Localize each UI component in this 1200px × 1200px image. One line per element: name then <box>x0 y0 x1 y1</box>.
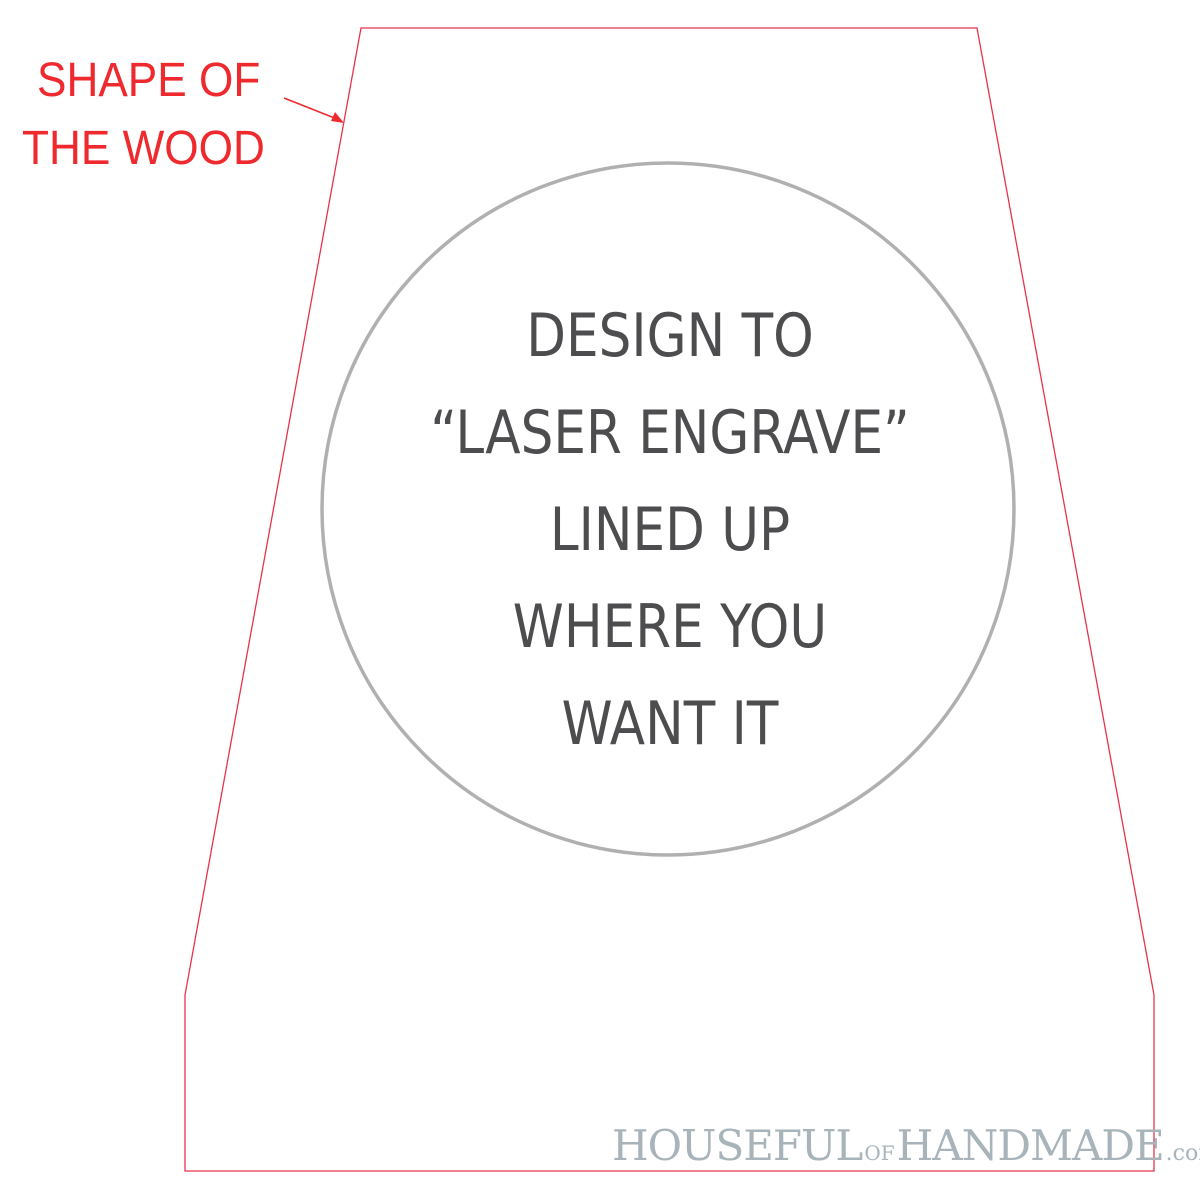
watermark-part-com: .com <box>1165 1141 1200 1166</box>
design-text-line-2: “LASER ENGRAVE” <box>430 398 910 468</box>
callout-arrow-icon <box>283 97 344 123</box>
wood-shape-outline <box>184 27 1155 1172</box>
design-text-line-3: LINED UP <box>549 495 791 565</box>
design-instruction-text: DESIGN TO “LASER ENGRAVE” LINED UP WHERE… <box>320 288 1020 773</box>
callout-label-line-2: THE WOOD <box>22 122 265 175</box>
design-text-line-5: WANT IT <box>561 689 779 759</box>
callout-label-line-1: SHAPE OF <box>37 54 261 107</box>
design-text-line-1: DESIGN TO <box>526 301 814 371</box>
watermark-part-of: OF <box>864 1141 895 1165</box>
watermark-part-handmade: HANDMADE <box>896 1121 1165 1170</box>
watermark-part-houseful: HOUSEFUL <box>612 1121 863 1170</box>
design-circle <box>320 161 1016 857</box>
design-text-line-4: WHERE YOU <box>512 592 828 662</box>
